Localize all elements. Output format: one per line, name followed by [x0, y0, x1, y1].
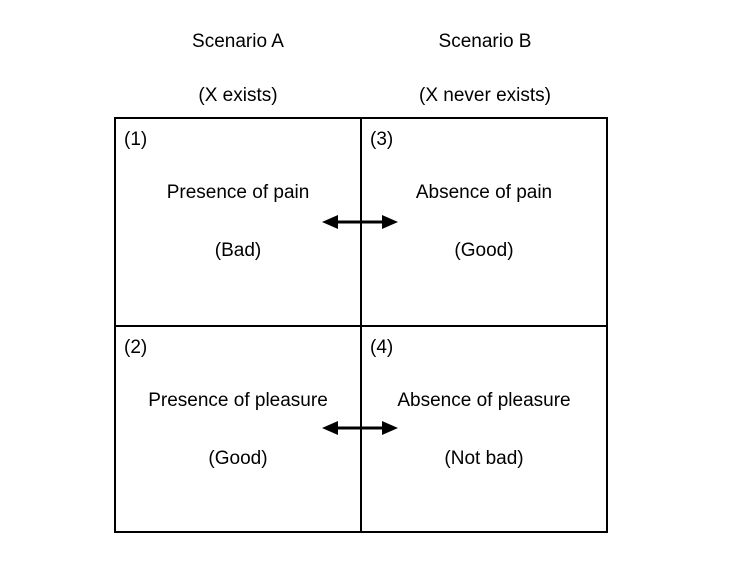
- double-arrow-icon-pain: [322, 210, 398, 234]
- quadrant-content: Absence of pain (Good): [362, 181, 606, 263]
- column-title: Scenario A: [192, 31, 284, 52]
- column-subtitle: (X exists): [198, 85, 278, 106]
- quadrant-value: (Bad): [214, 240, 262, 261]
- matrix-frame: (1) Presence of pain (Bad) (3) Absence o…: [114, 117, 608, 533]
- quadrant-content: Absence of pleasure (Not bad): [362, 389, 606, 471]
- quadrant-value: (Not bad): [444, 448, 524, 469]
- column-title: Scenario B: [438, 31, 532, 52]
- quadrant-label: Presence of pleasure: [148, 390, 328, 411]
- column-subtitle: (X never exists): [419, 85, 551, 106]
- quadrant-number: (3): [370, 129, 394, 150]
- quadrant-value: (Good): [208, 448, 268, 469]
- quadrant-3: (3) Absence of pain (Good): [362, 119, 606, 325]
- column-header-scenario-a: Scenario A (X exists): [118, 30, 358, 108]
- quadrant-label: Absence of pain: [415, 182, 553, 203]
- quadrant-content: Presence of pain (Bad): [116, 181, 360, 263]
- horizontal-divider: [116, 325, 606, 327]
- quadrant-label: Presence of pain: [166, 182, 310, 203]
- quadrant-number: (4): [370, 337, 394, 358]
- quadrant-content: Presence of pleasure (Good): [116, 389, 360, 471]
- quadrant-1: (1) Presence of pain (Bad): [116, 119, 360, 325]
- quadrant-2: (2) Presence of pleasure (Good): [116, 327, 360, 533]
- quadrant-number: (2): [124, 337, 148, 358]
- quadrant-number: (1): [124, 129, 148, 150]
- double-arrow-icon-pleasure: [322, 416, 398, 440]
- quadrant-label: Absence of pleasure: [397, 390, 571, 411]
- quadrant-4: (4) Absence of pleasure (Not bad): [362, 327, 606, 533]
- column-header-scenario-b: Scenario B (X never exists): [365, 30, 605, 108]
- quadrant-value: (Good): [454, 240, 514, 261]
